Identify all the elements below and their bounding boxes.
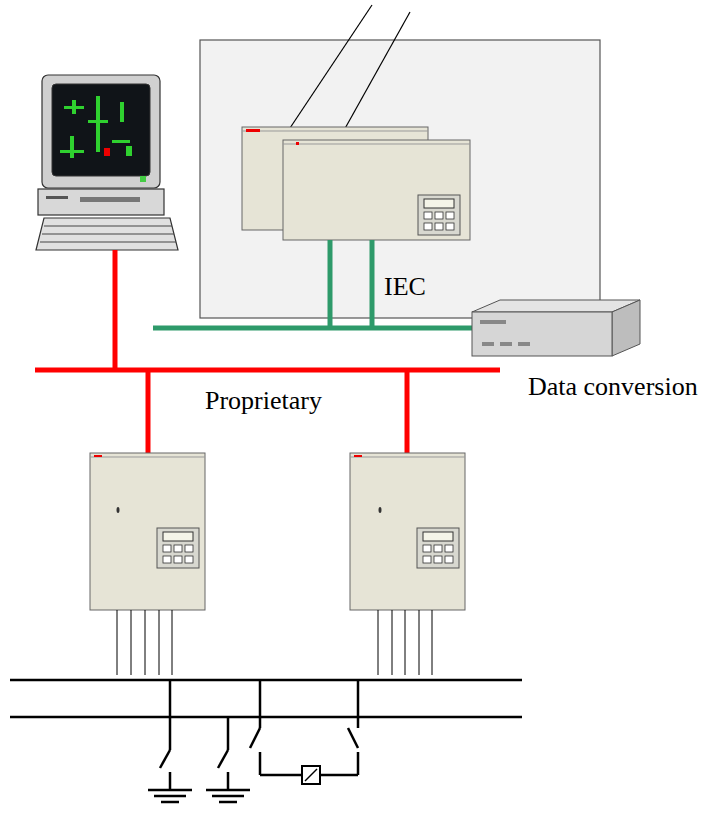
ied-device — [283, 140, 470, 240]
bay-controller — [350, 453, 465, 610]
cubicle-panel — [200, 40, 600, 318]
iec-bus — [153, 240, 488, 328]
bus-label: IEC — [384, 272, 426, 302]
workstation — [36, 75, 178, 250]
bus-label: Proprietary — [205, 386, 322, 416]
data-conversion-server: Data conversion — [470, 298, 698, 402]
cable — [338, 12, 410, 141]
bay-controller — [90, 453, 205, 610]
cable — [290, 5, 372, 128]
server-icon — [470, 298, 642, 358]
proprietary-bus — [35, 250, 500, 453]
switchgear-single-line — [10, 680, 522, 802]
hardwire — [117, 610, 432, 675]
device-label: Data conversion — [528, 372, 698, 402]
